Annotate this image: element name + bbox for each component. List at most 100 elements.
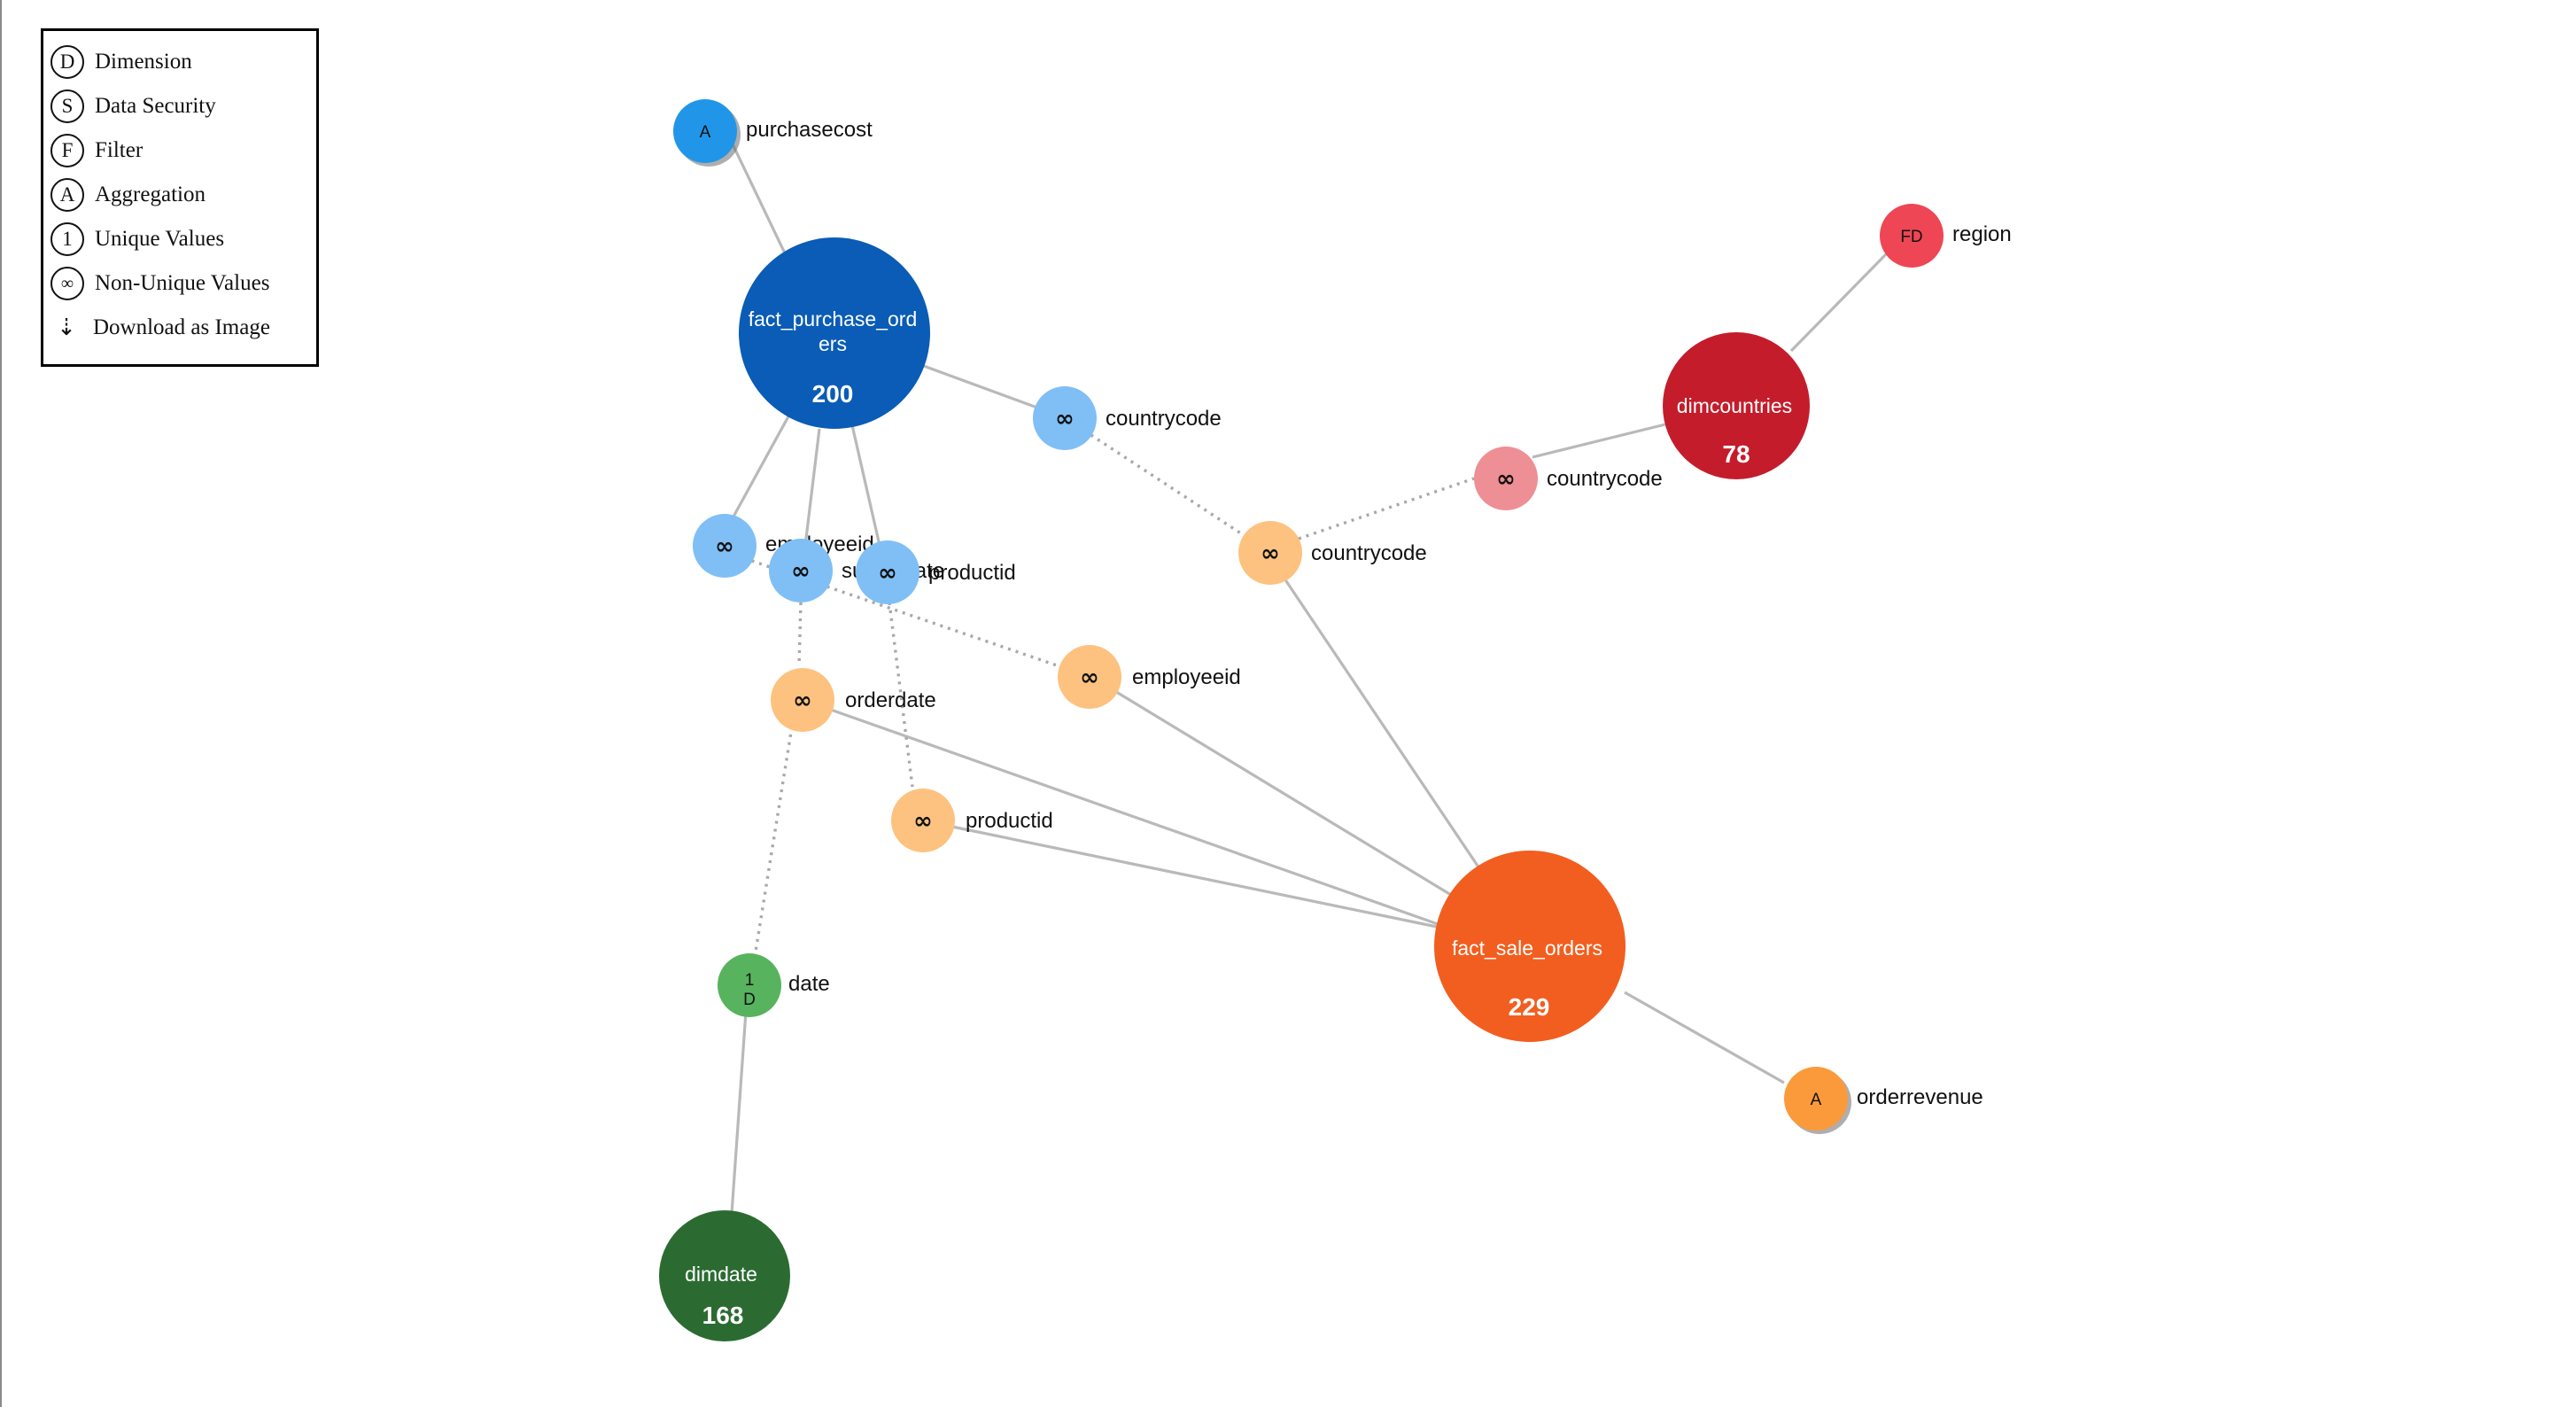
table-name-line2: ers — [819, 332, 847, 355]
column-node-po-countrycode[interactable]: ∞ countrycode — [1033, 386, 1222, 450]
aggregation-icon: A — [50, 178, 84, 212]
table-circle[interactable] — [1663, 332, 1810, 479]
column-circle[interactable] — [718, 953, 781, 1017]
column-node-region[interactable]: FD region — [1880, 204, 2012, 268]
legend-label: Filter — [95, 138, 144, 162]
edge-purchase-supplydate — [803, 428, 821, 554]
table-name-line1: fact_purchase_ord — [749, 307, 918, 330]
edge-sale-countrycode — [1281, 575, 1481, 869]
table-name: dimcountries — [1677, 394, 1792, 417]
edge-sale-orderdate — [827, 707, 1441, 927]
column-label: orderdate — [845, 688, 936, 712]
column-node-dc-countrycode[interactable]: ∞ countrycode — [1474, 447, 1663, 510]
table-row-count: 78 — [1722, 440, 1750, 468]
dimension-glyph: D — [743, 991, 756, 1009]
edge-purchase-employeeid — [726, 416, 790, 527]
column-circle[interactable] — [891, 789, 955, 852]
join-supplydate-orderdate — [797, 602, 803, 667]
join-countrycode-so-dc — [1298, 477, 1475, 540]
column-circle[interactable] — [673, 99, 737, 163]
table-name: fact_sale_orders — [1452, 937, 1602, 960]
legend-item-unique-values: 1 Unique Values — [50, 217, 316, 261]
edge-dimdate-date — [730, 1011, 748, 1215]
table-circle[interactable] — [1434, 851, 1626, 1042]
legend-panel: D Dimension S Data Security F Filter A A… — [41, 28, 319, 367]
table-node-fact-sale-orders[interactable]: fact_sale_orders 229 — [1434, 851, 1626, 1042]
column-node-so-employeeid[interactable]: ∞ employeeid — [1058, 645, 1241, 709]
column-label: productid — [966, 809, 1053, 833]
column-label: region — [1952, 222, 2012, 246]
edge-purchase-productid — [850, 424, 882, 550]
table-row-count: 168 — [702, 1302, 744, 1329]
column-label: date — [788, 972, 830, 996]
legend-item-non-unique-values: ∞ Non-Unique Values — [50, 261, 316, 306]
filter-dimension-glyph: FD — [1900, 228, 1922, 246]
edge-dimcountries-region — [1789, 252, 1889, 353]
non-unique-icon: ∞ — [1261, 540, 1280, 567]
column-circle[interactable] — [769, 539, 833, 602]
column-node-so-countrycode[interactable]: ∞ countrycode — [1238, 521, 1427, 585]
column-label: countrycode — [1106, 407, 1222, 431]
column-circle[interactable] — [693, 514, 757, 578]
table-name: dimdate — [685, 1263, 757, 1286]
table-circle[interactable] — [739, 237, 930, 429]
non-unique-icon: ∞ — [791, 558, 811, 585]
filter-icon: F — [50, 134, 84, 167]
column-node-so-productid[interactable]: ∞ productid — [891, 789, 1053, 852]
non-unique-icon: ∞ — [1080, 665, 1099, 691]
column-node-so-orderdate[interactable]: ∞ orderdate — [771, 668, 936, 732]
table-row-count: 200 — [812, 380, 854, 408]
column-circle[interactable] — [771, 668, 834, 732]
legend-label: Aggregation — [95, 183, 206, 206]
non-unique-icon: ∞ — [715, 533, 734, 560]
edge-purchase-purchasecost — [725, 130, 788, 258]
column-circle[interactable] — [856, 540, 919, 604]
legend-label: Dimension — [95, 50, 192, 74]
aggregation-glyph: A — [700, 123, 711, 142]
dimension-icon: D — [50, 45, 84, 79]
data-security-icon: S — [50, 89, 84, 123]
legend-label: Unique Values — [95, 227, 225, 251]
table-node-fact-purchase-orders[interactable]: fact_purchase_ord ers 200 — [739, 237, 930, 429]
column-node-po-productid[interactable]: ∞ productid — [856, 540, 1016, 604]
unique-glyph: 1 — [745, 971, 755, 990]
join-orderdate-date — [753, 726, 794, 958]
column-node-dd-date[interactable]: 1 D date — [718, 953, 830, 1017]
column-label: purchasecost — [746, 118, 873, 142]
non-unique-icon: ∞ — [793, 688, 812, 714]
non-unique-icon: ∞ — [1055, 406, 1075, 432]
edge-sale-orderrevenue — [1624, 991, 1785, 1084]
column-circle[interactable] — [1474, 447, 1538, 510]
graph-edges — [725, 130, 1889, 1215]
column-node-purchasecost[interactable]: A purchasecost — [673, 99, 873, 167]
column-label: countrycode — [1311, 541, 1427, 565]
download-as-image-button[interactable]: ⇣ Download as Image — [50, 306, 316, 350]
edge-sale-productid — [947, 824, 1438, 929]
legend-item-filter: F Filter — [50, 128, 316, 173]
legend-item-dimension: D Dimension — [50, 40, 316, 84]
legend-label: Data Security — [95, 94, 216, 118]
legend-label: Non-Unique Values — [95, 271, 270, 295]
table-row-count: 229 — [1509, 993, 1550, 1021]
window-left-border — [0, 0, 2, 1407]
column-circle[interactable] — [1238, 521, 1302, 585]
table-node-dimcountries[interactable]: dimcountries 78 — [1663, 332, 1810, 479]
table-node-dimdate[interactable]: dimdate 168 — [659, 1210, 790, 1341]
download-arrow-icon: ⇣ — [57, 315, 76, 340]
edge-sale-employeeid — [1108, 686, 1452, 897]
column-circle[interactable] — [1880, 204, 1944, 268]
column-circle[interactable] — [1033, 386, 1097, 450]
column-node-orderrevenue[interactable]: A orderrevenue — [1784, 1067, 1983, 1134]
join-countrycode-po-so — [1083, 429, 1250, 540]
download-label: Download as Image — [93, 315, 270, 339]
column-label: productid — [928, 561, 1016, 585]
column-circle[interactable] — [1058, 645, 1121, 709]
table-circle[interactable] — [659, 1210, 790, 1341]
column-label: employeeid — [1132, 665, 1241, 689]
non-unique-icon: ∞ — [913, 808, 933, 835]
unique-values-icon: 1 — [50, 222, 84, 256]
legend-item-data-security: S Data Security — [50, 84, 316, 128]
legend-item-aggregation: A Aggregation — [50, 173, 316, 217]
column-circle[interactable] — [1784, 1067, 1848, 1131]
